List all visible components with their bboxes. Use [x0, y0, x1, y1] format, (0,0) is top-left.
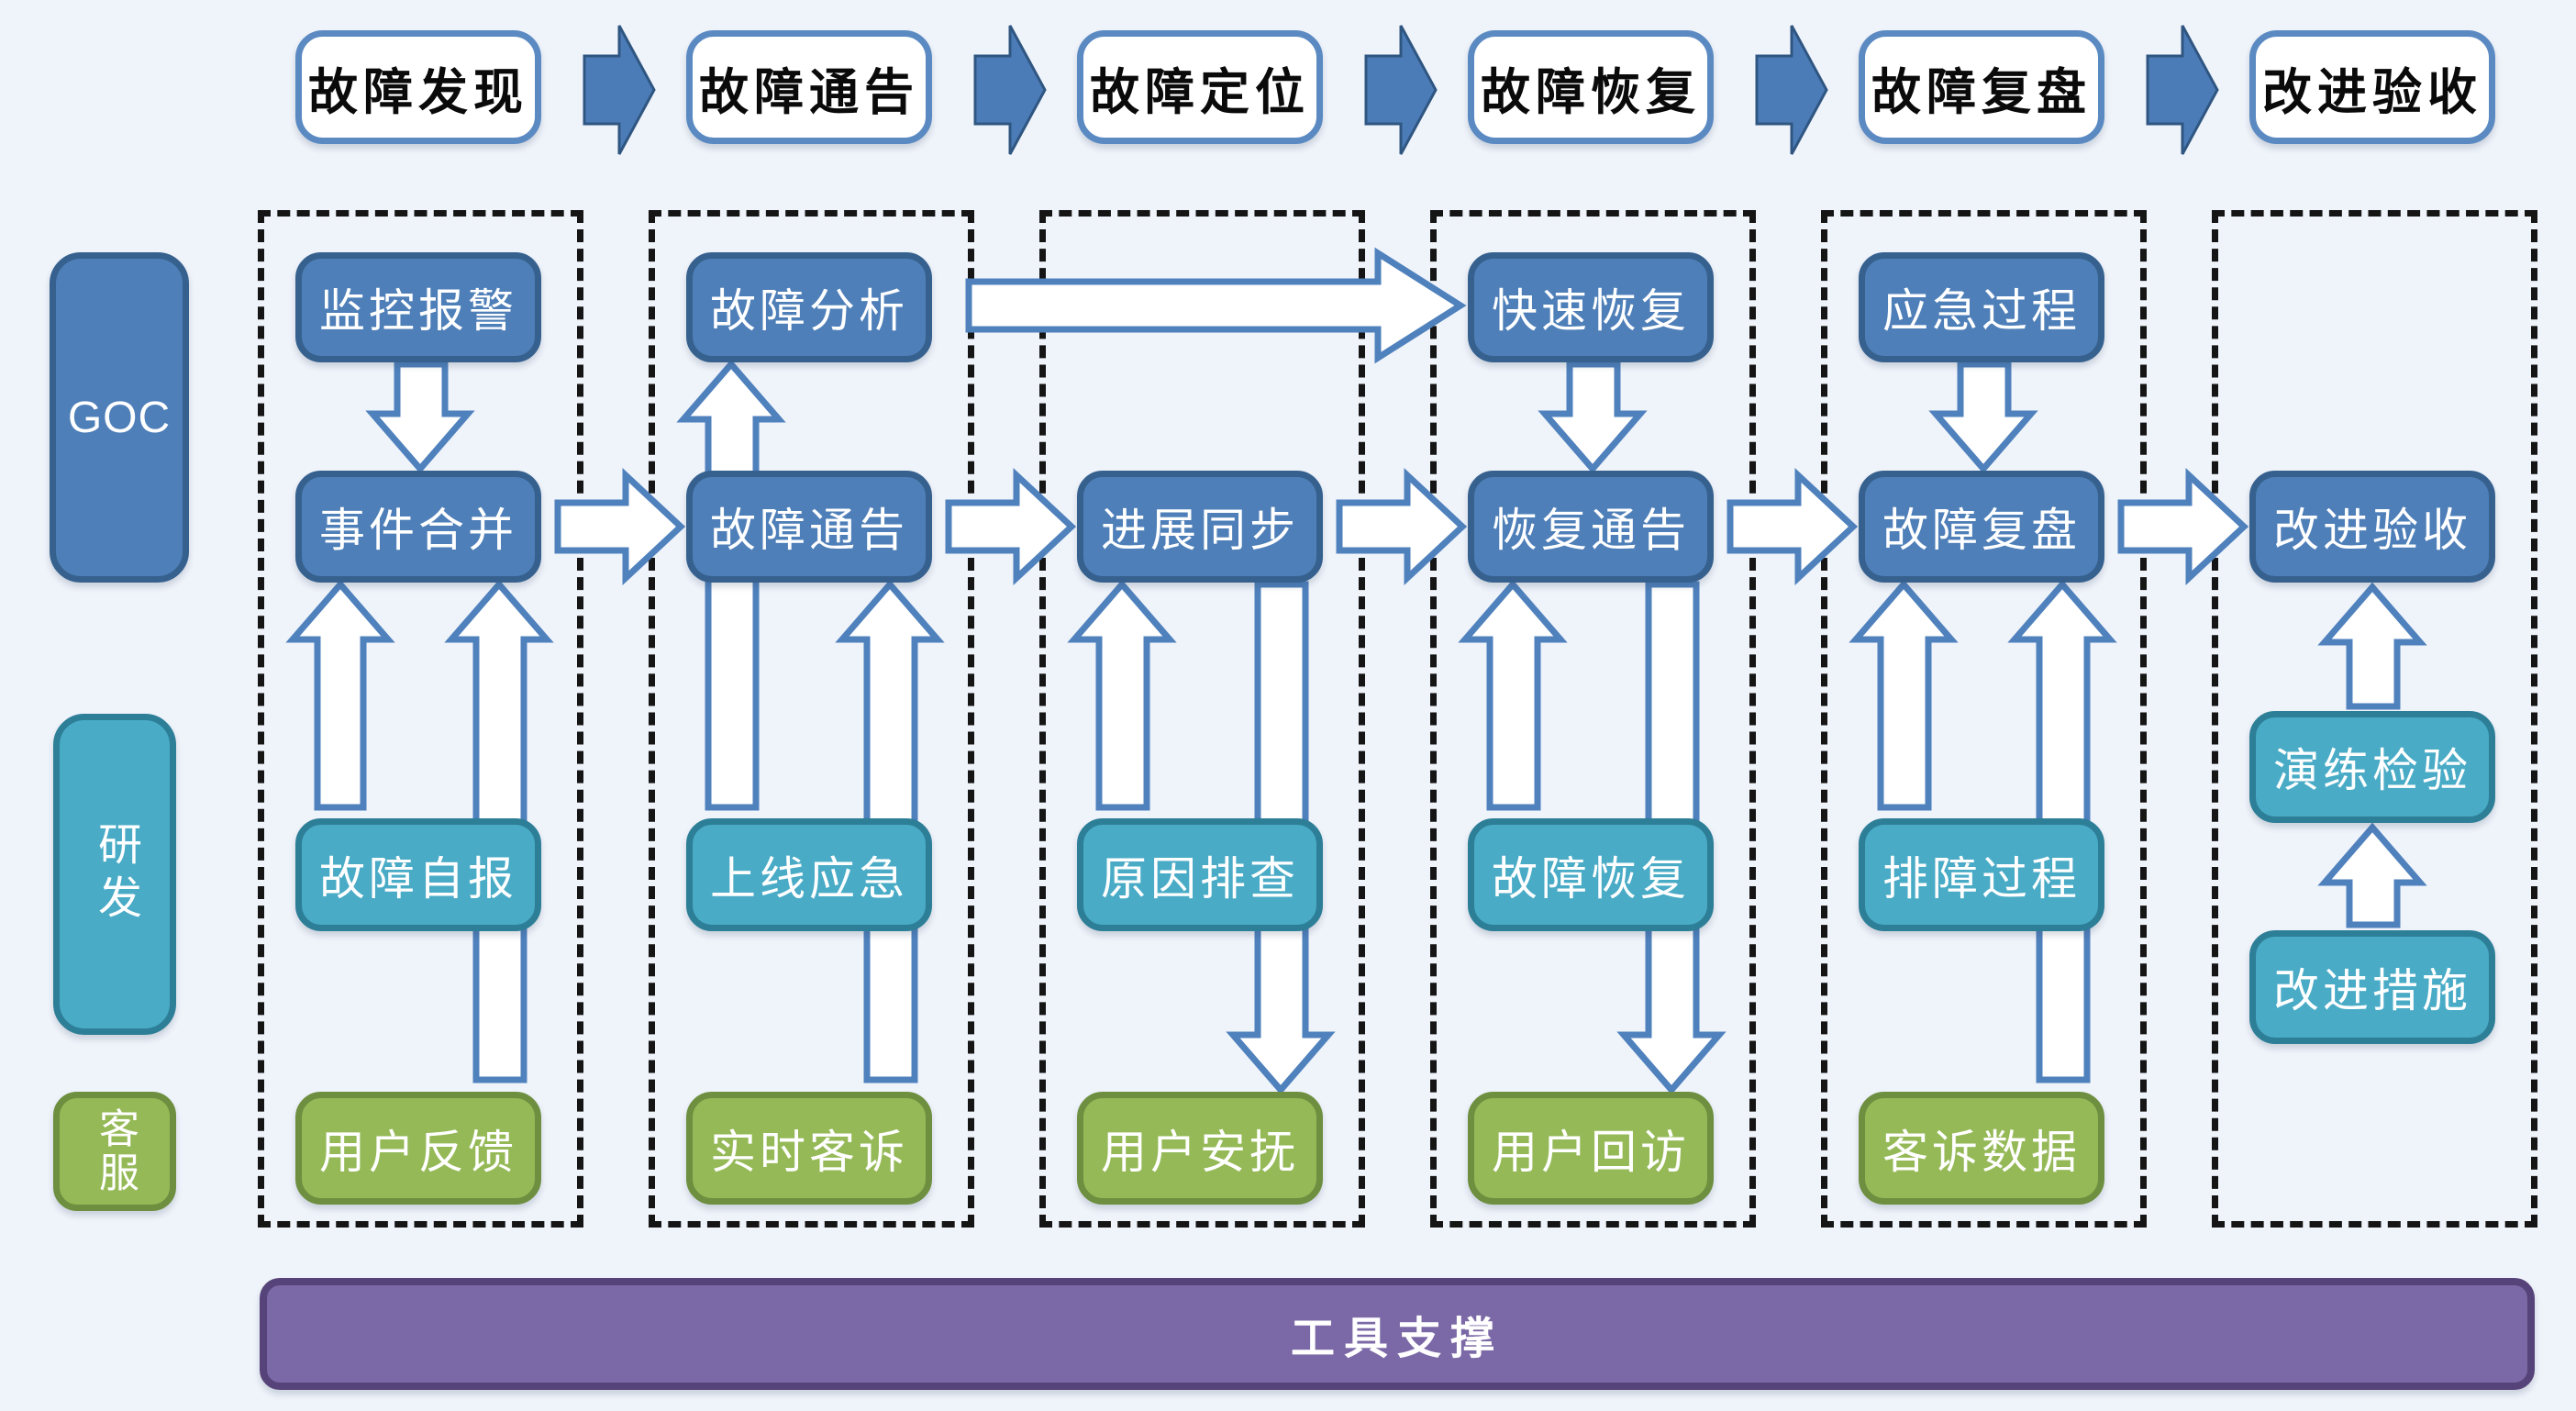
dashed-column-6: [2212, 210, 2537, 1228]
phase-box-fault-recovery: 故障恢复: [1468, 30, 1714, 144]
phase-box-fault-review: 故障复盘: [1859, 30, 2104, 144]
box-realtime-complaint: 实时客诉: [686, 1092, 932, 1205]
phase-box-fault-discovery: 故障发现: [295, 30, 541, 144]
box-user-revisit: 用户回访: [1468, 1092, 1714, 1205]
phase-box-fault-locating: 故障定位: [1077, 30, 1323, 144]
box-event-merge: 事件合并: [295, 471, 541, 583]
dashed-column-3: [1039, 210, 1365, 1228]
box-user-feedback: 用户反馈: [295, 1092, 541, 1205]
dashed-column-5: [1821, 210, 2147, 1228]
box-recovery-notice: 恢复通告: [1468, 471, 1714, 583]
phase-box-improvement-acceptance: 改进验收: [2249, 30, 2495, 144]
box-user-appease: 用户安抚: [1077, 1092, 1323, 1205]
box-monitor-alarm: 监控报警: [295, 252, 541, 362]
box-troubleshooting-process: 排障过程: [1859, 818, 2104, 931]
box-fault-analysis: 故障分析: [686, 252, 932, 362]
box-fault-review: 故障复盘: [1859, 471, 2104, 583]
dashed-column-4: [1430, 210, 1756, 1228]
box-progress-sync: 进展同步: [1077, 471, 1323, 583]
arrow-phase-gap-2: [973, 25, 1047, 155]
lane-label-cs: 客服: [53, 1092, 176, 1211]
box-improvement-measures: 改进措施: [2249, 930, 2495, 1044]
box-emergency-process: 应急过程: [1859, 252, 2104, 362]
box-self-report: 故障自报: [295, 818, 541, 931]
arrow-phase-gap-4: [1755, 25, 1828, 155]
dashed-column-2: [649, 210, 974, 1228]
box-improvement-acceptance: 改进验收: [2249, 471, 2495, 583]
box-complaint-data: 客诉数据: [1859, 1092, 2104, 1205]
tool-support-bar: 工具支撑: [260, 1278, 2535, 1390]
lane-label-goc: GOC: [50, 252, 189, 583]
box-drill-verification: 演练检验: [2249, 711, 2495, 823]
phase-box-fault-notice: 故障通告: [686, 30, 932, 144]
arrow-phase-gap-1: [583, 25, 656, 155]
box-online-emergency: 上线应急: [686, 818, 932, 931]
box-fault-notice: 故障通告: [686, 471, 932, 583]
arrow-phase-gap-3: [1364, 25, 1438, 155]
box-cause-investigation: 原因排查: [1077, 818, 1323, 931]
arrow-phase-gap-5: [2146, 25, 2219, 155]
dashed-column-1: [258, 210, 583, 1228]
box-fault-recovery: 故障恢复: [1468, 818, 1714, 931]
lane-label-dev: 研发: [53, 714, 176, 1035]
box-quick-recovery: 快速恢复: [1468, 252, 1714, 362]
